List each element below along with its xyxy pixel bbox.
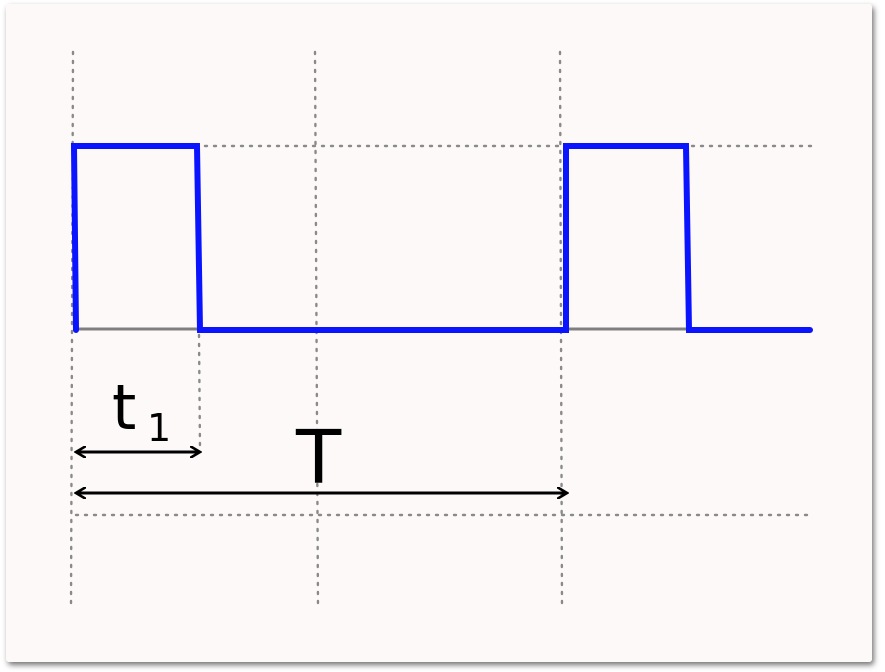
horizontal-grid-lines <box>74 144 814 517</box>
period-label: T <box>295 415 342 501</box>
pulse-width-subscript: 1 <box>147 406 171 450</box>
grid-line-v2 <box>197 333 202 452</box>
pulse-width-label: t <box>112 371 136 444</box>
pulse-waveform <box>70 143 813 333</box>
